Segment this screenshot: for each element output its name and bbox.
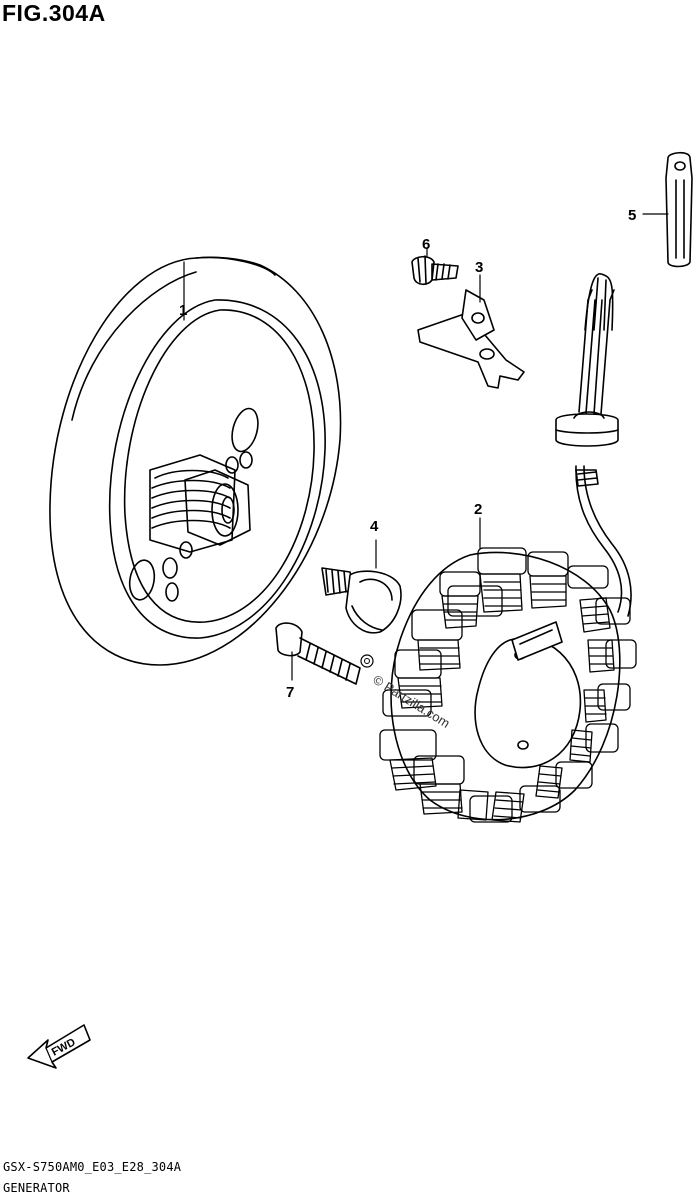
rotor-flywheel[interactable] <box>49 256 342 666</box>
callout-5: 5 <box>628 207 636 224</box>
callout-2: 2 <box>474 501 482 518</box>
bracket-screw[interactable] <box>411 255 459 286</box>
stator-coil[interactable] <box>379 547 637 823</box>
callout-3: 3 <box>475 259 483 276</box>
wire-clamp-bracket[interactable] <box>417 289 525 389</box>
callout-7: 7 <box>286 684 294 701</box>
figure-title: FIG.304A <box>2 0 106 26</box>
callout-1: 1 <box>179 302 187 319</box>
wire-clamp[interactable] <box>665 151 693 268</box>
fwd-direction-arrow: FWD <box>27 1024 91 1069</box>
wire-harness <box>555 273 632 617</box>
callout-4: 4 <box>370 518 379 535</box>
callout-6: 6 <box>422 236 430 253</box>
part-group-name: GENERATOR <box>3 1181 70 1195</box>
rotor-bolt[interactable] <box>321 567 402 634</box>
model-code: GSX-S750AM0_E03_E28_304A <box>3 1160 182 1174</box>
stator-bolt[interactable] <box>275 622 374 685</box>
